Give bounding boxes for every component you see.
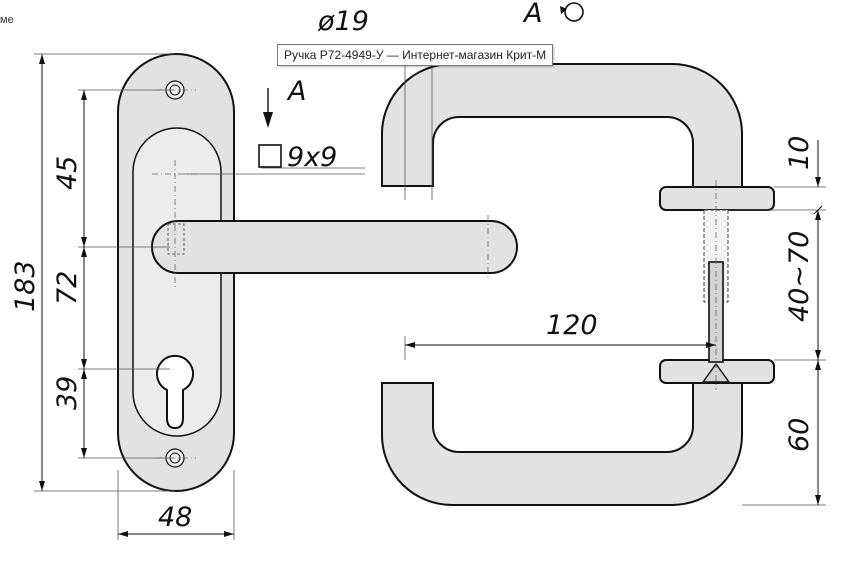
top-view	[381, 48, 775, 506]
dim-48: 48	[158, 502, 192, 533]
spindle-square-hidden	[167, 223, 185, 255]
dim-120: 120	[546, 310, 598, 341]
dim-40-70: 40~70	[784, 231, 815, 322]
backplate-view	[117, 53, 518, 492]
dim-45: 45	[52, 156, 83, 190]
corner-text: ме	[0, 14, 14, 26]
dim-39: 39	[52, 376, 83, 410]
vertical-dimensions-right	[728, 140, 826, 506]
vertical-dimensions-left	[34, 53, 175, 492]
view-arrow-label: A	[286, 76, 306, 107]
dim-72: 72	[52, 271, 83, 305]
image-title-tooltip: Ручка Р72-4949-У — Интернет-магазин Крит…	[277, 44, 554, 66]
lower-lever-bend	[381, 381, 743, 506]
view-arrow-icon	[263, 88, 273, 128]
rotation-icon	[560, 2, 584, 22]
reach-dimension	[404, 336, 716, 360]
lever-arm	[151, 220, 518, 274]
screw-head	[701, 362, 731, 383]
cylinder-keyhole-icon	[156, 354, 194, 430]
dim-60: 60	[784, 418, 815, 452]
view-label-top: A	[522, 0, 542, 29]
dim-10: 10	[784, 136, 815, 170]
square-size-label: 9x9	[287, 142, 337, 173]
dim-183: 183	[10, 260, 41, 312]
square-symbol-icon	[258, 144, 282, 168]
upper-lever-bend	[381, 63, 743, 188]
dim-diameter: ø19	[317, 6, 369, 37]
width-dimension	[117, 470, 235, 540]
backplate-inner-panel	[132, 127, 222, 437]
upper-rosette	[659, 186, 775, 211]
